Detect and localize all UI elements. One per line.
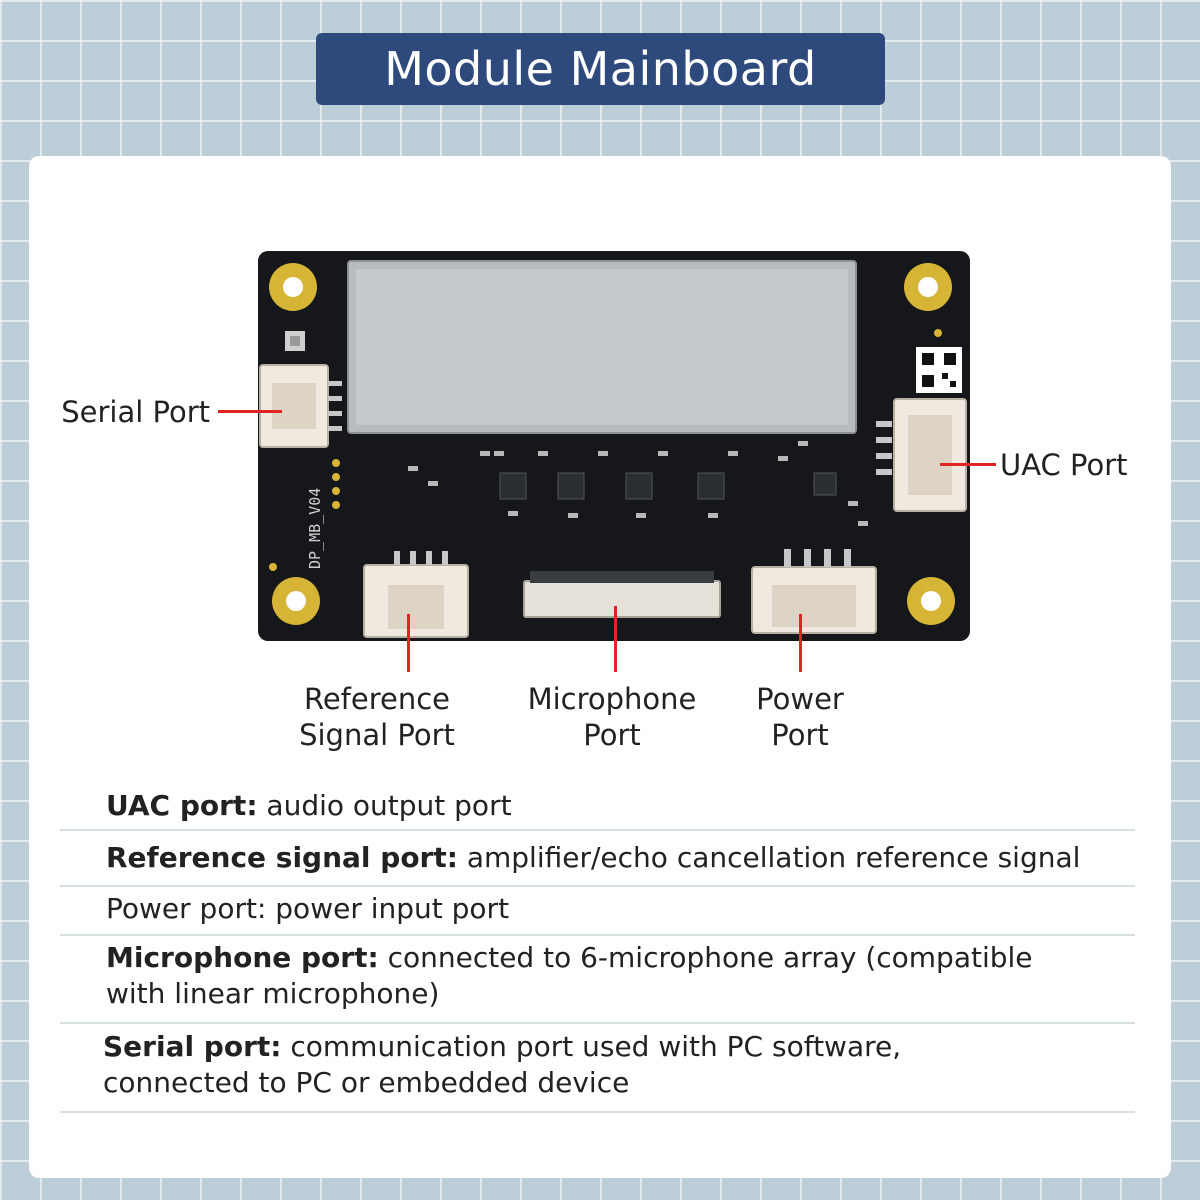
serial-port-label: Serial Port xyxy=(61,395,210,429)
description-row-uac: UAC port: audio output port xyxy=(60,788,1135,831)
microphone-port-label: Microphone Port xyxy=(527,682,697,752)
uac-port-leader xyxy=(940,463,996,466)
power-port-leader xyxy=(799,614,802,672)
ic-chips xyxy=(499,472,837,500)
mounting-hole-top-left xyxy=(269,263,317,311)
board-silkscreen-label: DP_MB_V04 xyxy=(306,488,324,569)
description-row-microphone: Microphone port: connected to 6-micropho… xyxy=(60,940,1135,1024)
mainboard-drawing: DP_MB_V04 xyxy=(259,260,967,638)
smd-components xyxy=(408,441,868,526)
page-title: Module Mainboard xyxy=(316,33,885,105)
mounting-hole-top-right xyxy=(904,263,952,311)
power-port-label: Power Port xyxy=(756,682,844,752)
serial-port-leader xyxy=(218,410,282,413)
metal-shield-inner xyxy=(356,269,848,425)
description-row-serial: Serial port: communication port used wit… xyxy=(60,1029,1135,1113)
microphone-port-leader xyxy=(614,606,617,672)
mounting-hole-bottom-left xyxy=(272,577,320,625)
reference-port-leader xyxy=(407,614,410,672)
mainboard-image: DP_MB_V04 xyxy=(258,251,970,641)
test-pads xyxy=(269,329,942,571)
mounting-hole-bottom-right xyxy=(907,577,955,625)
description-list: UAC port: audio output port Reference si… xyxy=(60,0,1135,1200)
description-row-reference: Reference signal port: amplifier/echo ca… xyxy=(60,840,1135,887)
uac-port-label: UAC Port xyxy=(1000,448,1128,482)
description-row-power: Power port: power input port xyxy=(60,891,1135,936)
reference-signal-port-label: Reference Signal Port xyxy=(299,682,455,752)
